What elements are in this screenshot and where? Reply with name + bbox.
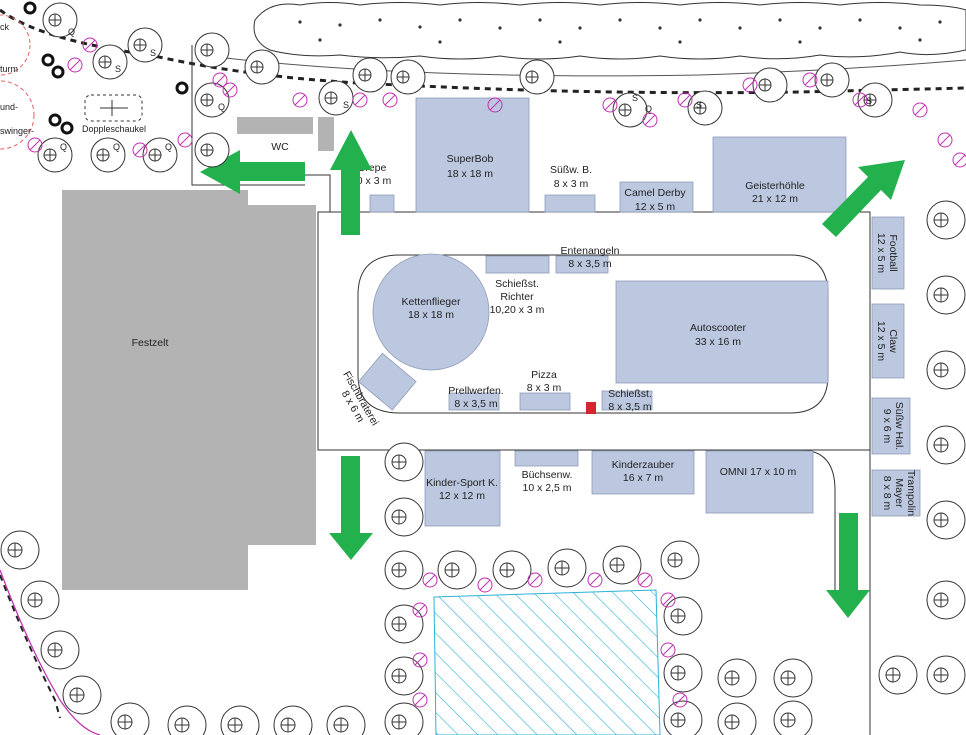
edge-label-turm: turm <box>0 64 18 74</box>
suessw-b-size: 8 x 3 m <box>554 178 589 190</box>
doppelschaukel[interactable]: Doppleschaukel <box>82 94 146 134</box>
prellwerfen-size: 8 x 3,5 m <box>454 398 497 410</box>
booth-omni[interactable]: OMNI 17 x 10 m <box>705 450 814 514</box>
edge-label-ck: ck <box>0 22 10 32</box>
entenangeln-size: 8 x 3,5 m <box>568 258 611 270</box>
kinderzauber-size: 16 x 7 m <box>623 472 664 484</box>
festzelt-tent[interactable]: Festzelt <box>62 190 316 590</box>
booth-buechsenw[interactable]: Büchsenw. 10 x 2,5 m <box>514 450 579 494</box>
exit-arrow-up-right <box>822 160 905 237</box>
kettenflieger-size: 18 x 18 m <box>408 309 454 321</box>
exit-arrow-down-right <box>826 513 870 618</box>
edge-label-und: und- <box>0 102 18 112</box>
entenangeln-name: Entenangeln <box>561 245 620 257</box>
trampolin-name1: Trampolin <box>905 470 917 516</box>
booth-suessw-hal[interactable]: Süßw Hal. 9 x 6 m <box>871 397 911 455</box>
svg-text:Q: Q <box>113 142 120 152</box>
booth-camel-derby[interactable]: Camel Derby 12 x 5 m <box>619 181 694 213</box>
booth-entenangeln[interactable]: Entenangeln 8 x 3,5 m <box>555 245 620 274</box>
booth-kinder-sport[interactable]: Kinder-Sport K. 12 x 12 m <box>424 450 501 527</box>
edge-label-swinger: swinger- <box>0 126 34 136</box>
hatched-area <box>433 589 661 735</box>
road-line-top <box>199 54 966 77</box>
kinder-sport-size: 12 x 12 m <box>439 490 485 502</box>
camel-derby-size: 12 x 5 m <box>635 201 676 213</box>
booth-crepe[interactable]: Crepe 0 x 3 m <box>357 162 395 213</box>
booth-football[interactable]: Football 12 x 5 m <box>871 216 905 290</box>
svg-text:S: S <box>866 96 872 106</box>
kettenflieger-name: Kettenflieger <box>402 296 461 308</box>
magenta-boundary <box>0 569 101 735</box>
svg-text:S: S <box>632 93 638 103</box>
pizza-name: Pizza <box>531 369 557 381</box>
schiessst-size: 8 x 3,5 m <box>608 401 651 413</box>
claw-size: 12 x 5 m <box>875 321 887 362</box>
fairground-outline <box>191 45 871 735</box>
geisterhoehle-size: 21 x 12 m <box>752 193 798 205</box>
crepe-size: 0 x 3 m <box>357 175 392 187</box>
prellwerfen-name: Prellwerfen. <box>448 385 503 397</box>
hedge-row-top <box>253 2 966 60</box>
schiessst-richter-name2: Richter <box>500 291 534 303</box>
red-marker <box>586 402 596 414</box>
autoscooter-size: 33 x 16 m <box>695 336 741 348</box>
kinder-sport-name: Kinder-Sport K. <box>426 477 498 489</box>
booth-claw[interactable]: Claw 12 x 5 m <box>871 303 905 379</box>
svg-text:S: S <box>696 100 702 110</box>
omni-label: OMNI 17 x 10 m <box>720 466 797 478</box>
svg-text:Q: Q <box>218 102 225 112</box>
festzelt-label: Festzelt <box>132 337 169 349</box>
booth-trampolin[interactable]: Trampolin Mayer 8 x 8 m <box>871 469 921 517</box>
svg-text:Q: Q <box>645 104 652 114</box>
buechsenw-name: Büchsenw. <box>522 469 573 481</box>
booth-autoscooter[interactable]: Autoscooter 33 x 16 m <box>615 280 829 384</box>
booth-kinderzauber[interactable]: Kinderzauber 16 x 7 m <box>591 450 695 495</box>
booth-schiessst-richter[interactable]: Schießst. Richter 10,20 x 3 m <box>485 255 550 316</box>
geisterhoehle-name: Geisterhöhle <box>745 180 805 192</box>
buechsenw-size: 10 x 2,5 m <box>522 482 571 494</box>
exit-arrow-left <box>200 150 305 194</box>
exit-arrow-up <box>330 130 372 235</box>
svg-text:Q: Q <box>60 142 67 152</box>
camel-derby-name: Camel Derby <box>624 187 686 199</box>
tree-letters-top-row: Q S S S <box>632 93 872 114</box>
football-size: 12 x 5 m <box>875 233 887 274</box>
booth-pizza[interactable]: Pizza 8 x 3 m <box>519 369 571 411</box>
superbob-size: 18 x 18 m <box>447 168 493 180</box>
booth-prellwerfen[interactable]: Prellwerfen. 8 x 3,5 m <box>448 385 504 411</box>
trampolin-name2: Mayer <box>893 478 905 508</box>
claw-name: Claw <box>887 329 899 353</box>
booth-kettenflieger[interactable]: Kettenflieger 18 x 18 m <box>372 253 490 371</box>
pizza-size: 8 x 3 m <box>527 382 562 394</box>
booth-suessw-b[interactable]: Süßw. B. 8 x 3 m <box>544 164 596 213</box>
autoscooter-name: Autoscooter <box>690 322 747 334</box>
svg-text:Q: Q <box>68 27 75 37</box>
trampolin-size: 8 x 8 m <box>881 476 893 511</box>
schiessst-richter-size: 10,20 x 3 m <box>490 304 545 316</box>
tree-letters-top-left: Q S S Q Q Q Q S <box>60 27 349 152</box>
schiessst-name: Schießst. <box>608 388 652 400</box>
football-name: Football <box>887 234 899 271</box>
booth-superbob[interactable]: SuperBob 18 x 18 m <box>415 97 530 213</box>
suessw-hal-name: Süßw Hal. <box>893 402 905 450</box>
svg-text:S: S <box>115 64 121 74</box>
superbob-name: SuperBob <box>447 153 494 165</box>
doppelschaukel-label: Doppleschaukel <box>82 124 146 134</box>
wc-label: WC <box>271 141 289 153</box>
booth-schiessst[interactable]: Schießst. 8 x 3,5 m <box>601 388 653 413</box>
svg-text:S: S <box>150 48 156 58</box>
kinderzauber-name: Kinderzauber <box>612 459 675 471</box>
booth-fischbraterei[interactable]: Fischbraterei 8 x 6 m <box>339 352 417 428</box>
booth-geisterhoehle[interactable]: Geisterhöhle 21 x 12 m <box>712 136 847 213</box>
exit-arrow-down-left <box>329 456 373 560</box>
suessw-b-name: Süßw. B. <box>550 164 592 176</box>
schiessst-richter-name1: Schießst. <box>495 278 539 290</box>
suessw-hal-size: 9 x 6 m <box>881 409 893 444</box>
wc-block[interactable]: WC <box>237 117 334 153</box>
left-edge-rides: ck turm und- swinger- <box>0 1 189 150</box>
svg-text:S: S <box>343 100 349 110</box>
svg-text:Q: Q <box>165 142 172 152</box>
